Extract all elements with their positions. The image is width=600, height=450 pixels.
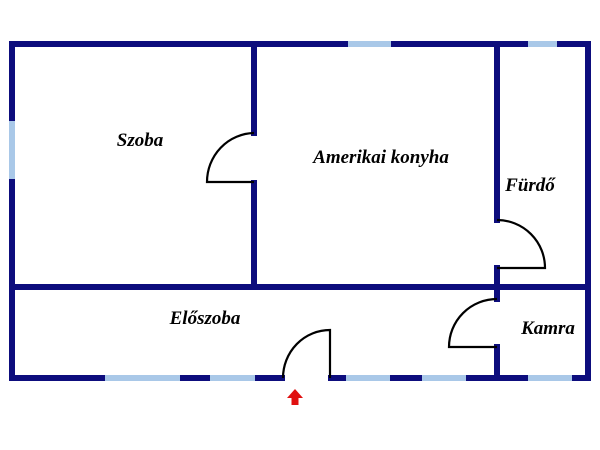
door-kamra [447, 297, 498, 349]
door-szoba [205, 131, 255, 184]
door-furdo [496, 218, 547, 270]
windows [9, 41, 572, 381]
room-label-kamra: Kamra [520, 318, 575, 339]
doors [205, 131, 547, 379]
walls [9, 41, 591, 381]
room-label-szoba: Szoba [117, 130, 164, 151]
room-label-furdo: Fürdő [504, 175, 556, 196]
room-label-eloszoba: Előszoba [169, 308, 241, 329]
room-label-amerikai-konyha: Amerikai konyha [312, 147, 449, 168]
door-entrance [281, 328, 332, 379]
entrance-arrow-icon [287, 389, 303, 405]
